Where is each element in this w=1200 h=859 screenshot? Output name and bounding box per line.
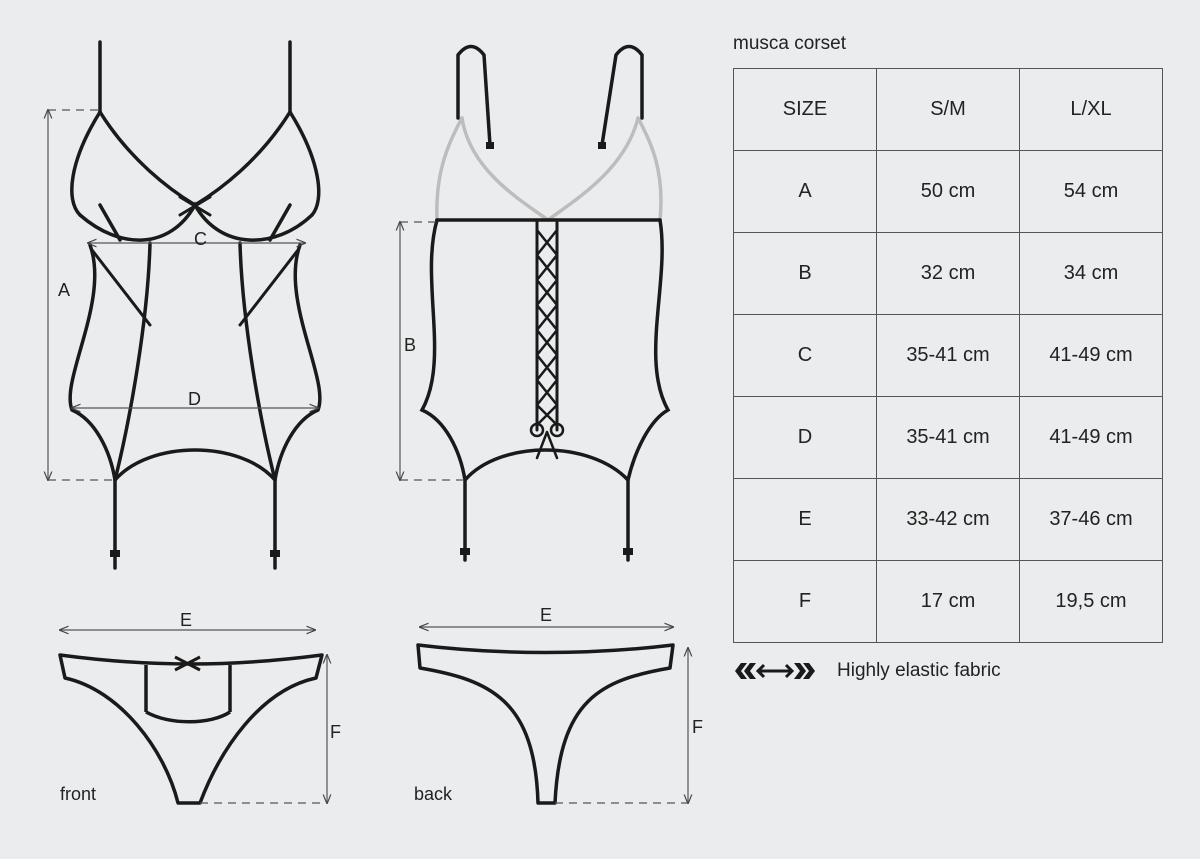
front-corset: [68, 40, 322, 570]
front-panties-measurements: [60, 630, 327, 803]
header-cell: SIZE: [733, 68, 877, 151]
label-f-front: F: [330, 722, 341, 742]
cell: 17 cm: [876, 560, 1020, 643]
legend-label: Highly elastic fabric: [837, 660, 1001, 681]
back-panties-measurements: [420, 627, 688, 803]
cell: 35-41 cm: [876, 396, 1020, 479]
cell: 19,5 cm: [1019, 560, 1163, 643]
label-e-front: E: [180, 610, 192, 630]
label-d: D: [188, 389, 201, 409]
cell: 41-49 cm: [1019, 396, 1163, 479]
cell: A: [733, 150, 877, 233]
cell: E: [733, 478, 877, 561]
front-caption: front: [60, 784, 96, 804]
cell: 32 cm: [876, 232, 1020, 315]
elastic-legend: Highly elastic fabric: [733, 660, 1001, 682]
cell: B: [733, 232, 877, 315]
cell: 50 cm: [876, 150, 1020, 233]
cell: 34 cm: [1019, 232, 1163, 315]
cell: 35-41 cm: [876, 314, 1020, 397]
cell: 41-49 cm: [1019, 314, 1163, 397]
back-caption: back: [414, 784, 453, 804]
cell: F: [733, 560, 877, 643]
header-cell: S/M: [876, 68, 1020, 151]
product-title: musca corset: [733, 33, 846, 54]
cell: 54 cm: [1019, 150, 1163, 233]
label-c: C: [194, 229, 207, 249]
cell: 37-46 cm: [1019, 478, 1163, 561]
back-corset: [419, 44, 671, 562]
label-f-back: F: [692, 717, 703, 737]
cell: D: [733, 396, 877, 479]
table-header-row: SIZE S/M L/XL: [733, 68, 1163, 151]
back-panties: [416, 643, 675, 805]
elastic-arrows-icon: [735, 663, 815, 679]
front-measurements: [48, 110, 318, 480]
cell: C: [733, 314, 877, 397]
cell: 33-42 cm: [876, 478, 1020, 561]
front-panties: [58, 653, 324, 805]
label-a: A: [58, 280, 70, 300]
label-e-back: E: [540, 605, 552, 625]
header-cell: L/XL: [1019, 68, 1163, 151]
label-b: B: [404, 335, 416, 355]
back-measurements: [400, 222, 465, 480]
